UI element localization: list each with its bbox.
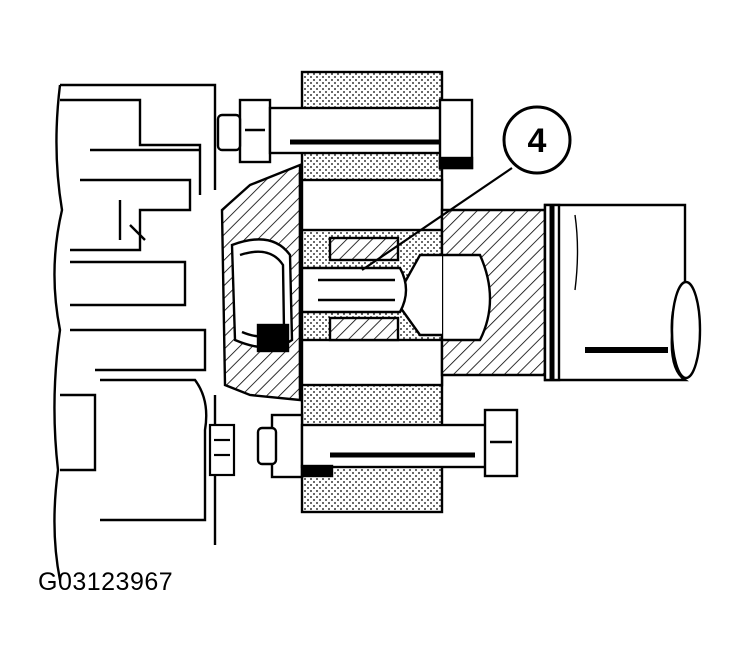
driveshaft-tube [543, 203, 702, 382]
callout-4: 4 [361, 105, 572, 271]
housing-bolt [208, 423, 236, 477]
callout-number: 4 [528, 122, 547, 160]
callout-leader-line [361, 167, 513, 271]
centering-bushing [300, 236, 408, 342]
housing [53, 83, 217, 581]
figure-id: G03123967 [38, 568, 174, 596]
flange-seal [230, 238, 294, 353]
driveshaft-yoke [393, 208, 547, 377]
lower-coupling-bolt [256, 408, 519, 479]
upper-coupling-bolt [216, 98, 474, 170]
callout-circle [502, 105, 572, 175]
